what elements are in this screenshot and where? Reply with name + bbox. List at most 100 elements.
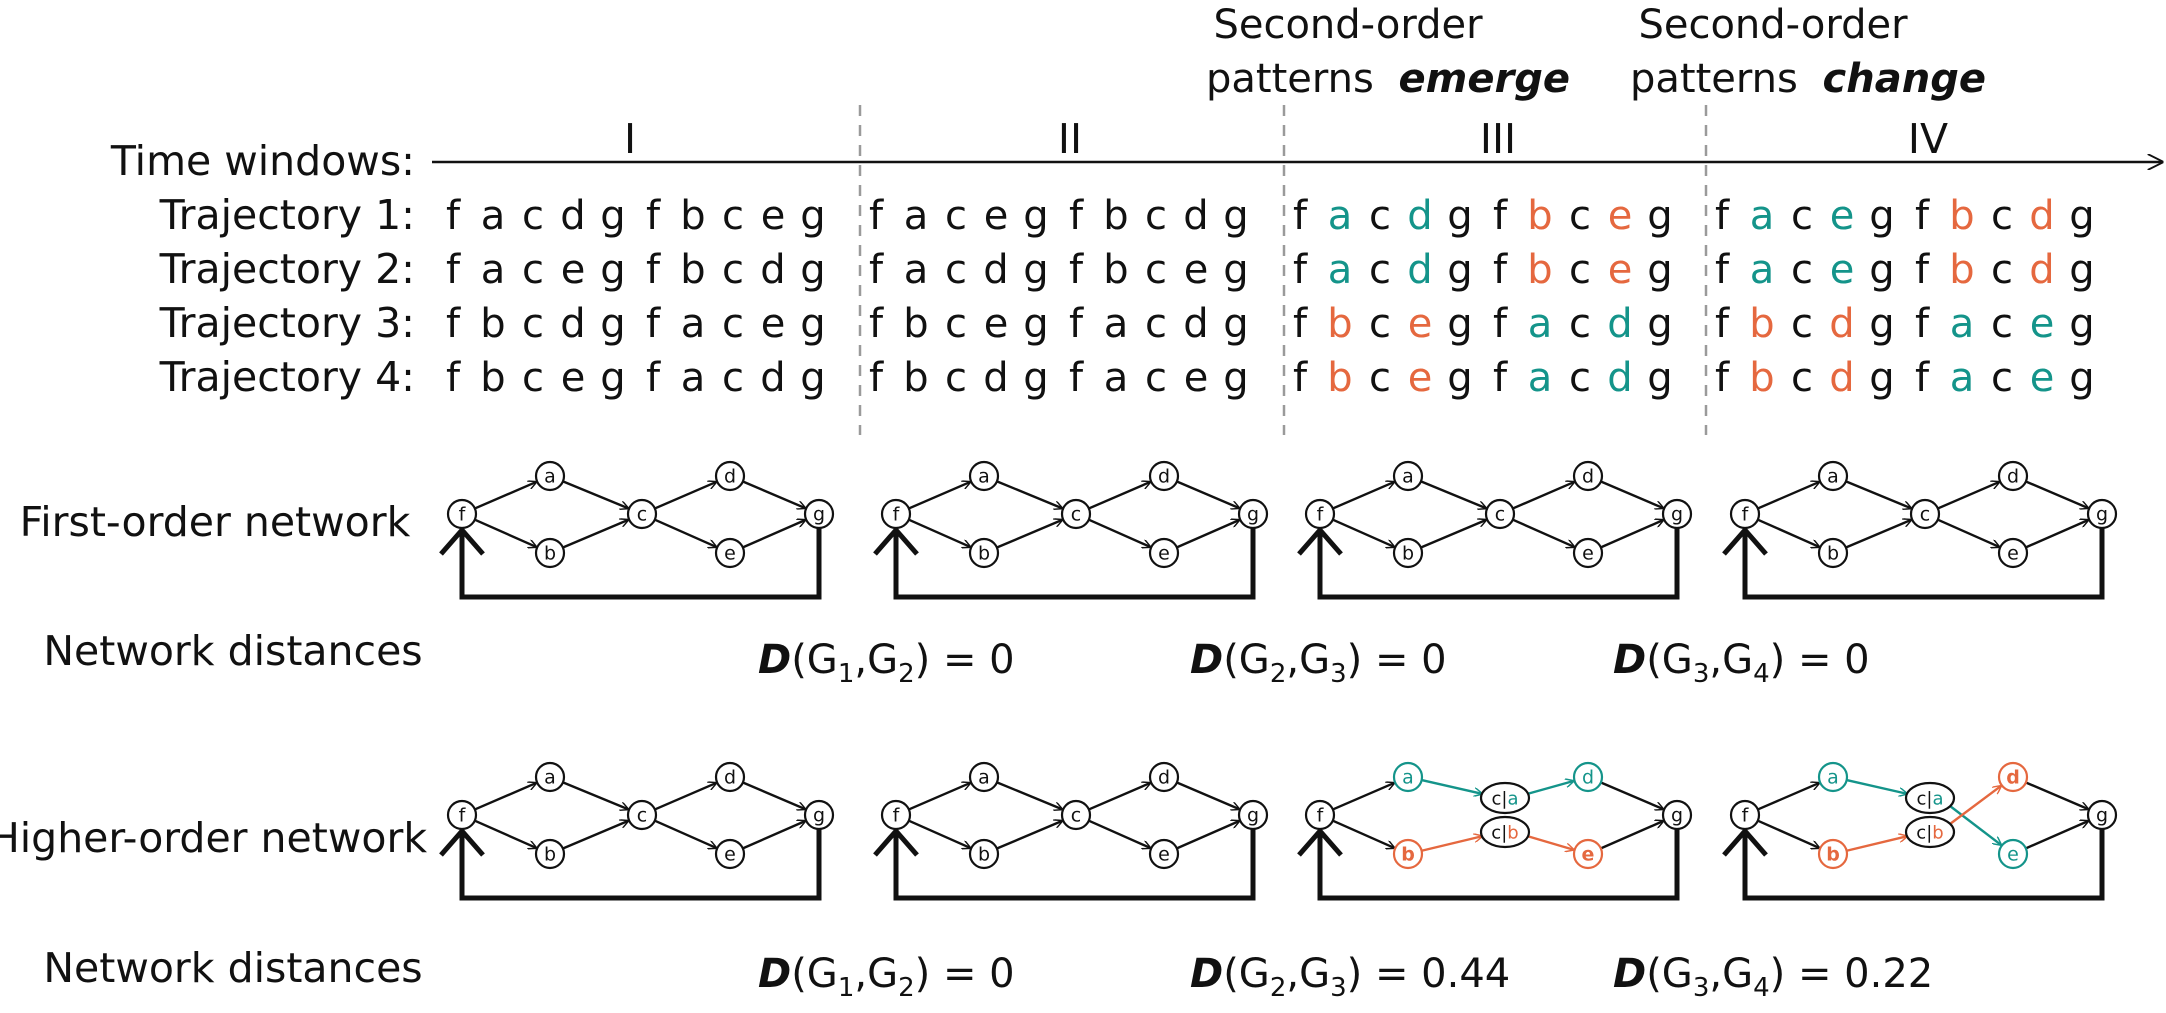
distance-subscript: 2: [898, 973, 915, 1003]
trajectory-letter: d: [1607, 355, 1632, 401]
graph-edge: [1088, 819, 1150, 848]
trajectory-letter: f: [1493, 247, 1508, 293]
trajectory-letter: g: [800, 301, 825, 347]
trajectory-letter: b: [1949, 247, 1974, 293]
distance-open: (G: [791, 637, 838, 683]
distance-value: ) = 0: [1770, 637, 1870, 683]
trajectory-letter: f: [869, 355, 884, 401]
graph-edge: [742, 781, 805, 809]
graph-edge: [1937, 482, 1999, 510]
loop-back-arrowhead: [439, 526, 485, 556]
distance-subscript: 2: [898, 659, 915, 689]
node-f-label: f: [893, 805, 901, 827]
distance-mid: ,G: [1286, 951, 1330, 997]
trajectory-letter: c: [1791, 355, 1813, 401]
graph-edge: [2025, 520, 2088, 549]
graph-edge: [1088, 518, 1150, 547]
node-f-label: f: [1742, 805, 1750, 827]
trajectory-letter: a: [1750, 193, 1775, 239]
trajectory-letter: b: [1749, 355, 1774, 401]
node-a-label: a: [1827, 767, 1839, 789]
graph-edge: [474, 819, 536, 848]
first-order-distance: D(G1,G2) = 0: [758, 637, 1015, 689]
node-g: [1661, 799, 1693, 831]
graph-edge: [1600, 821, 1663, 850]
trajectory-letter: d: [1183, 193, 1208, 239]
trajectory-letter: f: [1069, 247, 1084, 293]
distance-open: (G: [1223, 637, 1270, 683]
trajectory-letter: e: [761, 193, 786, 239]
loop-back-edge: [1317, 527, 1680, 600]
trajectory-letter: f: [1293, 301, 1308, 347]
memory-node-c-a: [1904, 781, 1956, 815]
node-d: [714, 761, 746, 793]
node-b: [534, 537, 566, 569]
graph-edge: [654, 518, 716, 547]
trajectory-letter: d: [760, 355, 785, 401]
graph-edge: [1757, 783, 1819, 811]
node-e-label: e: [724, 844, 736, 866]
trajectory-letter: g: [1023, 355, 1048, 401]
memory-node-c-b: [1479, 815, 1531, 849]
node-a: [968, 460, 1000, 492]
node-e-label: e: [2007, 844, 2019, 866]
trajectory-letter: c: [1369, 193, 1391, 239]
graph-edge: [742, 480, 805, 508]
window-III-header-emphasis: emerge: [1399, 56, 1570, 102]
distance-subscript: 2: [1270, 973, 1287, 1003]
graph-edge: [1846, 778, 1907, 794]
trajectory-letter: g: [1447, 301, 1472, 347]
node-f: [880, 799, 912, 831]
window-III-header-line1: Second-order: [1213, 2, 1483, 48]
node-e: [1997, 537, 2029, 569]
node-f: [446, 498, 478, 530]
trajectory-letter: g: [1647, 301, 1672, 347]
node-g-label: g: [813, 504, 825, 526]
window-numeral-II: II: [1058, 115, 1082, 163]
memory-node-c-b-label: c|b: [1491, 823, 1518, 844]
trajectory-letter: e: [561, 355, 586, 401]
trajectory-labels: Trajectory 1: Trajectory 2: Trajectory 3…: [159, 191, 415, 401]
trajectory-letter: d: [1829, 355, 1854, 401]
node-e: [1148, 537, 1180, 569]
trajectory-letter: d: [1407, 247, 1432, 293]
trajectory-letter: e: [1608, 247, 1633, 293]
node-g: [1661, 498, 1693, 530]
trajectory-2-label: Trajectory 2:: [159, 245, 415, 293]
trajectory-letter: f: [1069, 301, 1084, 347]
trajectory-letter: e: [984, 301, 1009, 347]
loop-back-arrowhead: [873, 827, 919, 857]
trajectory-letter: c: [1145, 247, 1167, 293]
node-d-label: d: [724, 466, 736, 488]
node-c: [1060, 498, 1092, 530]
memory-node-c-a: [1479, 781, 1531, 815]
trajectory-letter: f: [869, 193, 884, 239]
node-c-label: c: [637, 805, 647, 827]
distance-subscript: 1: [838, 973, 855, 1003]
window-IV-header-line1: Second-order: [1638, 2, 1908, 48]
memory-node-c-b-label: c|b: [1916, 823, 1943, 844]
window-dividers: [858, 105, 1708, 435]
node-g-label: g: [1671, 504, 1683, 526]
distance-symbol: D: [1613, 637, 1646, 683]
node-f: [1304, 498, 1336, 530]
trajectory-letter: c: [522, 301, 544, 347]
loop-back-edge: [459, 527, 822, 600]
higher-order-distances-label: Network distances: [43, 944, 422, 992]
trajectory-letter: c: [1145, 301, 1167, 347]
node-e: [1572, 537, 1604, 569]
time-axis-label: Time windows:: [110, 137, 415, 185]
node-a: [968, 761, 1000, 793]
node-d: [1148, 460, 1180, 492]
trajectory-letter: b: [903, 355, 928, 401]
time-axis: Time windows:: [110, 137, 2162, 185]
trajectory-letter: c: [1145, 193, 1167, 239]
trajectory-letter: d: [760, 247, 785, 293]
trajectory-letter: f: [1715, 193, 1730, 239]
graph-edge: [654, 819, 716, 848]
